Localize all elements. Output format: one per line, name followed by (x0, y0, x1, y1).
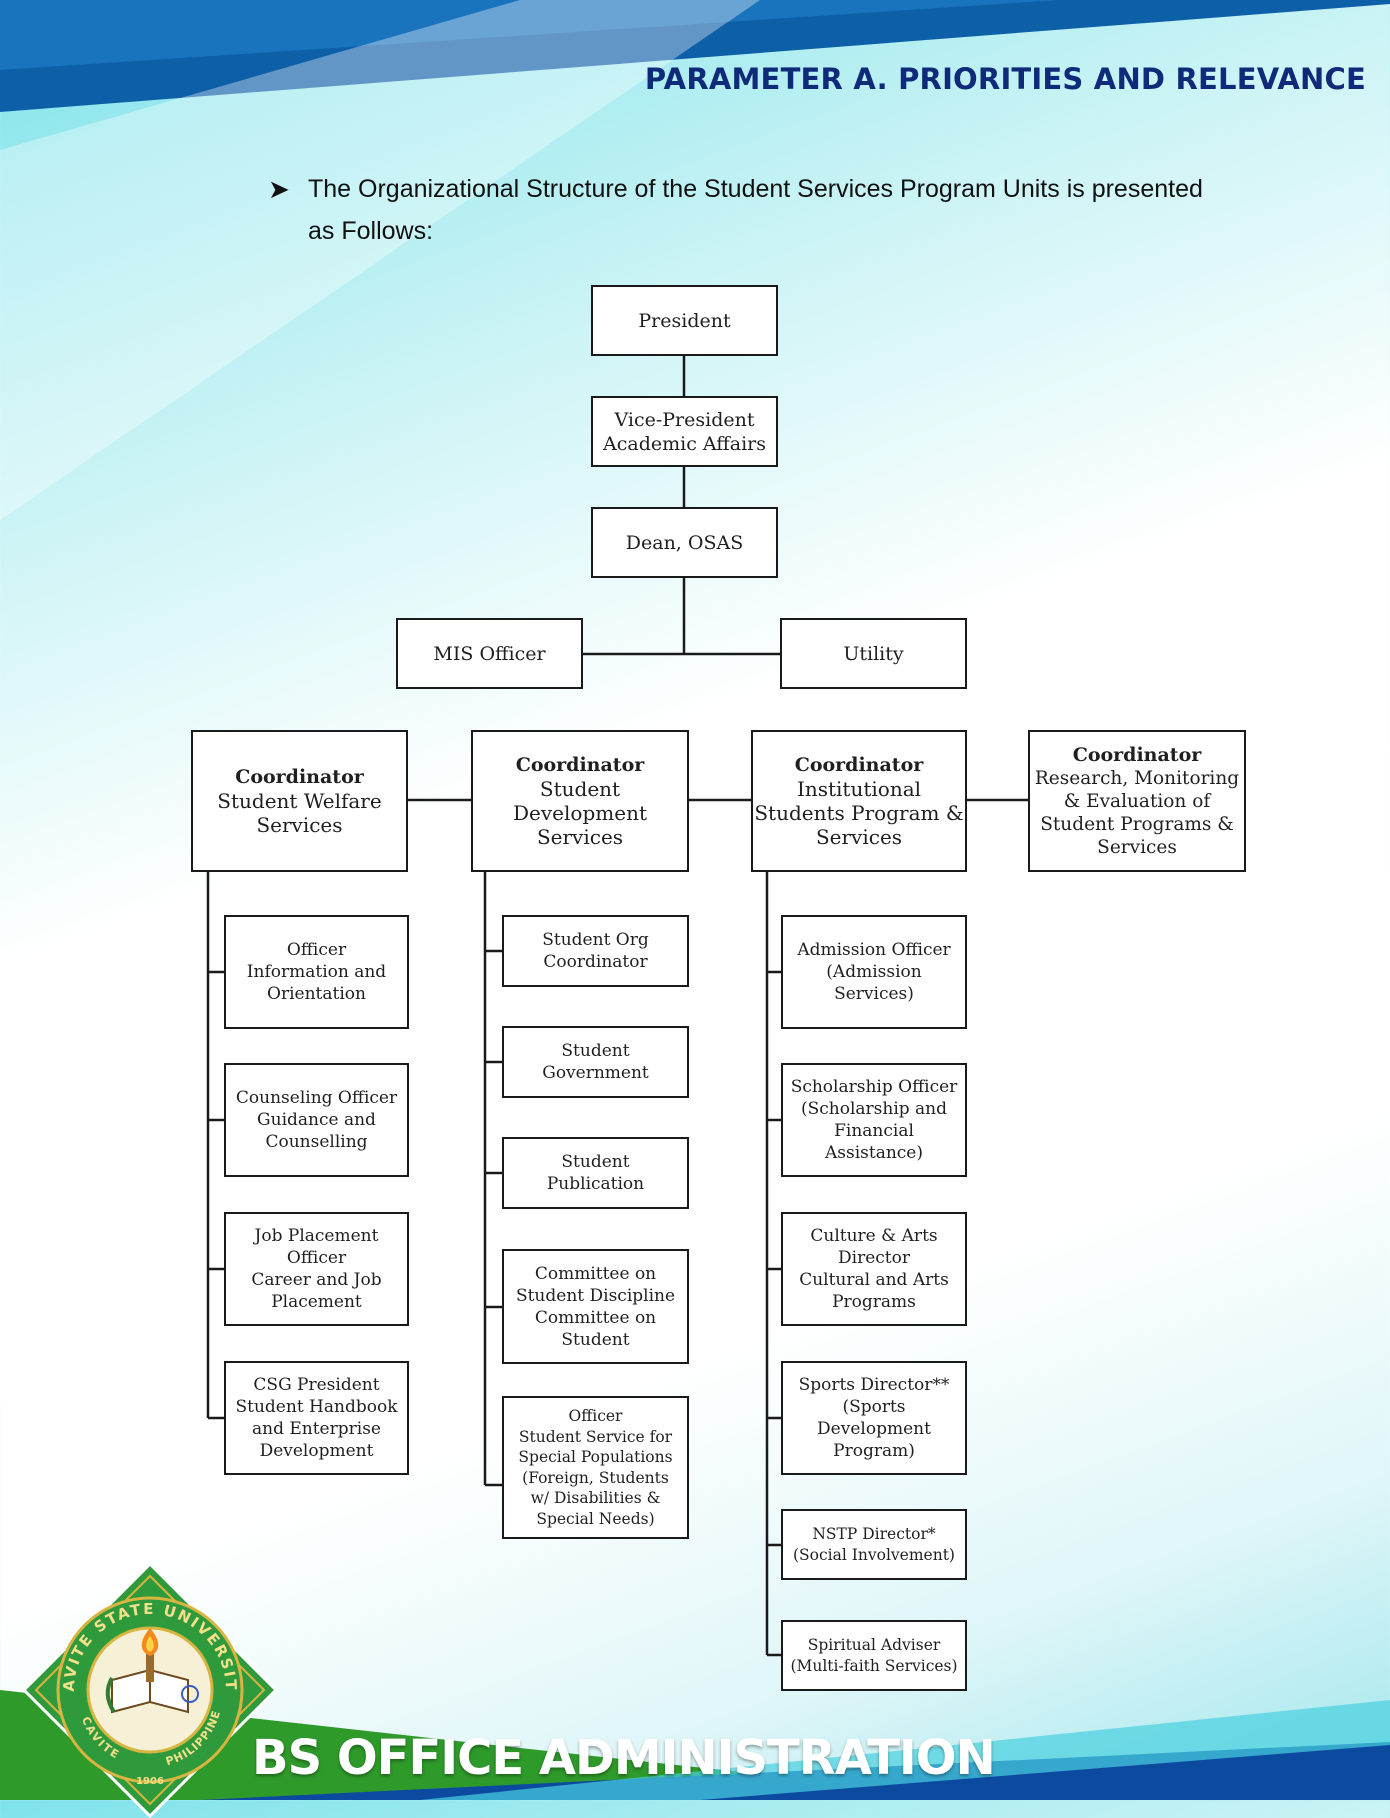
mis-officer-box: MIS Officer (396, 618, 583, 689)
president-box: President (591, 285, 778, 356)
light-ray (0, 0, 760, 520)
coordinator-research-monitoring: Coordinator Research, Monitoring & Evalu… (1028, 730, 1246, 872)
coordinator-institutional-programs: Coordinator Institutional Students Progr… (751, 730, 967, 872)
welfare-unit-information-orientation: Officer Information and Orientation (224, 915, 409, 1029)
utility-label: Utility (843, 642, 904, 665)
unit-label: Admission Officer (Admission Services) (797, 940, 951, 1004)
program-title: BS OFFICE ADMINISTRATION (252, 1730, 996, 1786)
coordinator-title: Research, Monitoring & Evaluation of Stu… (1034, 768, 1240, 858)
development-unit-student-government: Student Government (502, 1026, 689, 1098)
unit-label: Officer Information and Orientation (246, 940, 387, 1004)
coordinator-heading: Coordinator (515, 754, 645, 776)
welfare-unit-guidance-counselling: Counseling Officer Guidance and Counsell… (224, 1063, 409, 1177)
dean-label: Dean, OSAS (625, 531, 744, 554)
unit-label: CSG President Student Handbook and Enter… (235, 1375, 398, 1461)
intro-text: The Organizational Structure of the Stud… (308, 175, 1203, 245)
unit-label: Student Publication (546, 1152, 645, 1194)
coordinator-heading: Coordinator (1072, 744, 1202, 766)
unit-label: Officer Student Service for Special Popu… (518, 1407, 673, 1528)
unit-label: Scholarship Officer (Scholarship and Fin… (790, 1077, 958, 1163)
intro-paragraph: ➤ The Organizational Structure of the St… (268, 168, 1228, 252)
top-band-light (0, 0, 1060, 70)
coordinator-heading: Coordinator (235, 766, 364, 788)
coordinator-heading: Coordinator (794, 754, 924, 776)
institutional-unit-culture-arts: Culture & Arts Director Cultural and Art… (781, 1212, 967, 1326)
arrowhead-bullet-icon: ➤ (268, 174, 290, 204)
unit-label: Culture & Arts Director Cultural and Art… (799, 1226, 949, 1312)
vice-president-label: Vice-President Academic Affairs (603, 408, 766, 455)
coordinator-title: Student Development Services (513, 777, 647, 849)
unit-label: Student Org Coordinator (542, 930, 649, 972)
unit-label: Spiritual Adviser (Multi-faith Services) (790, 1636, 958, 1675)
unit-label: Counseling Officer Guidance and Counsell… (235, 1088, 398, 1152)
footer-band-cyan (420, 1700, 1390, 1800)
institutional-unit-admission: Admission Officer (Admission Services) (781, 915, 967, 1029)
page-header-title: PARAMETER A. PRIORITIES AND RELEVANCE (644, 62, 1366, 96)
footer-band-green (0, 1690, 1000, 1800)
coordinator-student-development: Coordinator Student Development Services (471, 730, 689, 872)
development-unit-student-discipline: Committee on Student Discipline Committe… (502, 1249, 689, 1364)
institutional-unit-scholarship: Scholarship Officer (Scholarship and Fin… (781, 1063, 967, 1177)
welfare-unit-job-placement: Job Placement Officer Career and Job Pla… (224, 1212, 409, 1326)
welfare-unit-csg-president: CSG President Student Handbook and Enter… (224, 1361, 409, 1475)
institutional-unit-spiritual-adviser: Spiritual Adviser (Multi-faith Services) (781, 1620, 967, 1691)
utility-box: Utility (780, 618, 967, 689)
unit-label: Job Placement Officer Career and Job Pla… (251, 1226, 382, 1312)
institutional-unit-sports: Sports Director** (Sports Development Pr… (781, 1361, 967, 1475)
cavite-state-university-seal-icon: CAVITE STATE UNIVERSITY CAVITE PHILIPPIN… (22, 1562, 278, 1818)
development-unit-student-publication: Student Publication (502, 1137, 689, 1209)
development-unit-student-org: Student Org Coordinator (502, 915, 689, 987)
development-unit-special-populations: Officer Student Service for Special Popu… (502, 1396, 689, 1539)
unit-label: Sports Director** (Sports Development Pr… (798, 1375, 950, 1461)
unit-label: Student Government (542, 1041, 649, 1083)
unit-label: Committee on Student Discipline Committe… (515, 1263, 676, 1350)
coordinator-title: Institutional Students Program & Service… (754, 777, 964, 849)
vice-president-box: Vice-President Academic Affairs (591, 396, 778, 467)
unit-label: NSTP Director* (Social Involvement) (793, 1525, 955, 1564)
president-label: President (638, 309, 731, 332)
institutional-unit-nstp: NSTP Director* (Social Involvement) (781, 1509, 967, 1580)
svg-text:1906: 1906 (136, 1776, 164, 1787)
dean-box: Dean, OSAS (591, 507, 778, 578)
mis-officer-label: MIS Officer (433, 642, 546, 665)
coordinator-title: Student Welfare Services (217, 789, 382, 837)
coordinator-student-welfare: Coordinator Student Welfare Services (191, 730, 408, 872)
